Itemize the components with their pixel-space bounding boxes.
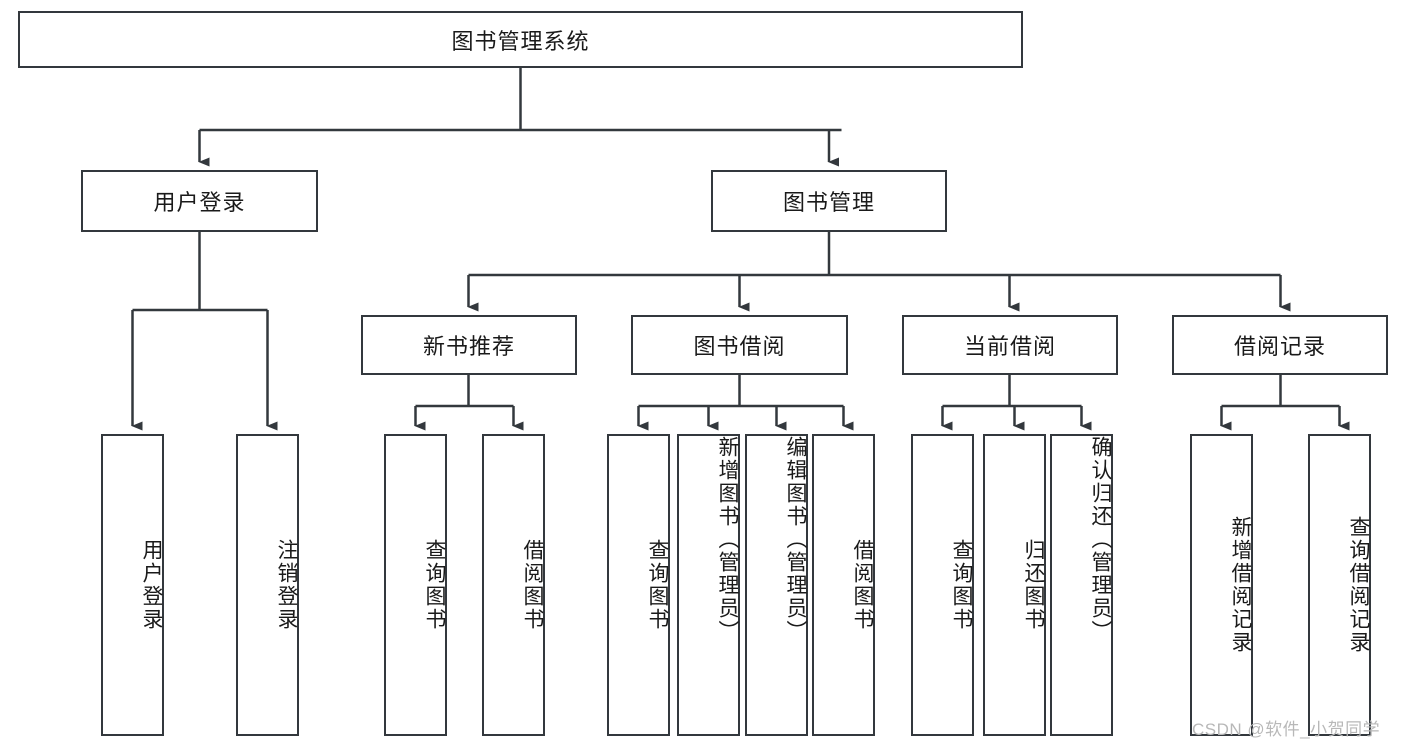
leaf-logout-label: 注销登录	[275, 539, 298, 631]
leaf-borrow-book-bb[interactable]: 借阅图书	[812, 434, 875, 736]
leaf-query-book-bb-label: 查询图书	[646, 539, 669, 631]
leaf-return-book[interactable]: 归还图书	[983, 434, 1046, 736]
leaf-edit-book-admin-label: 编辑图书（管理员）	[784, 436, 807, 643]
node-root-label: 图书管理系统	[451, 28, 590, 54]
leaf-user-login-label: 用户登录	[140, 539, 163, 631]
leaf-query-book-bb[interactable]: 查询图书	[607, 434, 670, 736]
leaf-borrow-book-bb-label: 借阅图书	[851, 539, 874, 631]
leaf-user-login[interactable]: 用户登录	[101, 434, 164, 736]
leaf-query-borrow-record[interactable]: 查询借阅记录	[1308, 434, 1371, 736]
node-borrow-record-label: 借阅记录	[1233, 334, 1326, 359]
csdn-watermark: CSDN @软件_小贺同学	[1192, 720, 1381, 739]
leaf-borrow-book-nbr-label: 借阅图书	[521, 539, 544, 631]
node-new-book-recommend-label: 新书推荐	[422, 334, 515, 359]
node-book-borrow[interactable]: 图书借阅	[631, 315, 848, 375]
node-root[interactable]: 图书管理系统	[18, 11, 1023, 68]
node-new-book-recommend[interactable]: 新书推荐	[361, 315, 577, 375]
node-user-login[interactable]: 用户登录	[81, 170, 318, 232]
node-user-login-label: 用户登录	[153, 190, 246, 215]
leaf-logout[interactable]: 注销登录	[236, 434, 299, 736]
leaf-query-borrow-record-label: 查询借阅记录	[1347, 516, 1370, 654]
leaf-edit-book-admin[interactable]: 编辑图书（管理员）	[745, 434, 808, 736]
leaf-confirm-return-admin[interactable]: 确认归还（管理员）	[1050, 434, 1113, 736]
node-borrow-record[interactable]: 借阅记录	[1172, 315, 1388, 375]
leaf-confirm-return-admin-label: 确认归还（管理员）	[1089, 436, 1112, 643]
leaf-query-book-cb-label: 查询图书	[950, 539, 973, 631]
leaf-add-book-admin-label: 新增图书（管理员）	[716, 436, 739, 643]
leaf-add-borrow-record-label: 新增借阅记录	[1229, 516, 1252, 654]
leaf-add-borrow-record[interactable]: 新增借阅记录	[1190, 434, 1253, 736]
leaf-query-book-cb[interactable]: 查询图书	[911, 434, 974, 736]
node-current-borrow[interactable]: 当前借阅	[902, 315, 1118, 375]
leaf-query-book-nbr[interactable]: 查询图书	[384, 434, 447, 736]
leaf-borrow-book-nbr[interactable]: 借阅图书	[482, 434, 545, 736]
leaf-add-book-admin[interactable]: 新增图书（管理员）	[677, 434, 740, 736]
node-current-borrow-label: 当前借阅	[963, 334, 1056, 359]
node-book-management[interactable]: 图书管理	[711, 170, 947, 232]
leaf-query-book-nbr-label: 查询图书	[423, 539, 446, 631]
node-book-management-label: 图书管理	[782, 190, 875, 215]
node-book-borrow-label: 图书借阅	[693, 334, 786, 359]
leaf-return-book-label: 归还图书	[1022, 539, 1045, 631]
